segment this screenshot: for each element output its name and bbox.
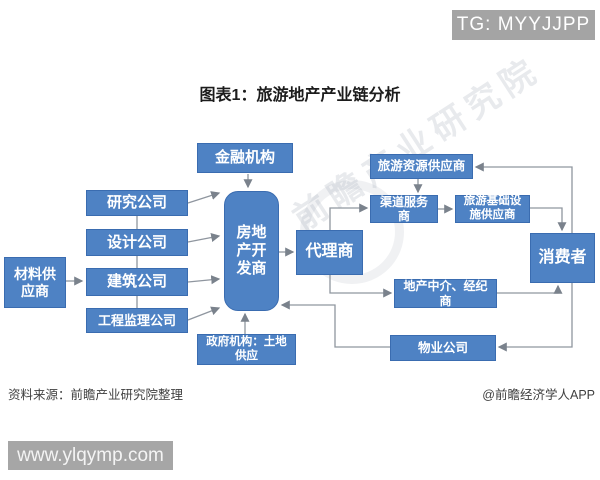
node-label: 研究公司	[106, 194, 167, 212]
node-label: 发商	[236, 259, 267, 277]
node-label: 代理商	[305, 243, 354, 261]
node-consumer: 消费者	[530, 233, 595, 283]
node-channel-service-provider: 渠道服务 商	[370, 195, 438, 223]
node-material-supplier: 材料供 应商	[4, 257, 66, 308]
node-tourism-resource-supplier: 旅游资源供应商	[370, 154, 473, 179]
node-label: 渠道服务	[379, 194, 428, 209]
node-label: 旅游资源供应商	[377, 159, 466, 174]
node-engineering-supervision-company: 工程监理公司	[86, 308, 188, 333]
node-label: 政府机构：土地	[206, 335, 287, 348]
data-source-note: 资料来源：前瞻产业研究院整理	[8, 388, 184, 402]
node-label: 物业公司	[417, 340, 468, 355]
node-label: 产开	[236, 242, 267, 260]
node-real-estate-developer: 房地 产开 发商	[224, 191, 279, 311]
node-label: 应商	[21, 282, 49, 299]
node-label: 设计公司	[106, 233, 167, 251]
node-label: 建筑公司	[106, 273, 167, 291]
telegram-badge: TG: MYYJJPP	[452, 10, 595, 40]
node-label: 材料供	[14, 265, 56, 282]
node-construction-company: 建筑公司	[86, 268, 188, 296]
node-tourism-infrastructure-supplier: 旅游基础设 施供应商	[455, 195, 530, 223]
url-watermark-badge: www.ylqymp.com	[8, 441, 173, 470]
node-financial-institution: 金融机构	[197, 143, 293, 173]
node-label: 商	[439, 293, 452, 308]
node-research-company: 研究公司	[86, 190, 188, 216]
node-label: 消费者	[538, 248, 587, 266]
node-label: 施供应商	[469, 209, 516, 221]
author-credit: @前瞻经济学人APP	[482, 388, 595, 402]
node-label: 地产中介、经纪	[403, 279, 488, 294]
node-property-management-company: 物业公司	[390, 335, 496, 361]
node-real-estate-intermediary-broker: 地产中介、经纪 商	[394, 279, 497, 308]
node-label: 工程监理公司	[97, 312, 176, 328]
node-label: 商	[397, 209, 410, 223]
node-label: 房地	[236, 224, 267, 242]
node-label: 供应	[235, 349, 258, 362]
page-title: 图表1：旅游地产产业链分析	[199, 87, 401, 104]
node-design-company: 设计公司	[86, 229, 188, 256]
node-government-land-supply: 政府机构：土地 供应	[197, 334, 296, 365]
node-agent: 代理商	[296, 230, 363, 275]
node-label: 旅游基础设	[463, 195, 522, 208]
node-label: 金融机构	[214, 149, 275, 167]
